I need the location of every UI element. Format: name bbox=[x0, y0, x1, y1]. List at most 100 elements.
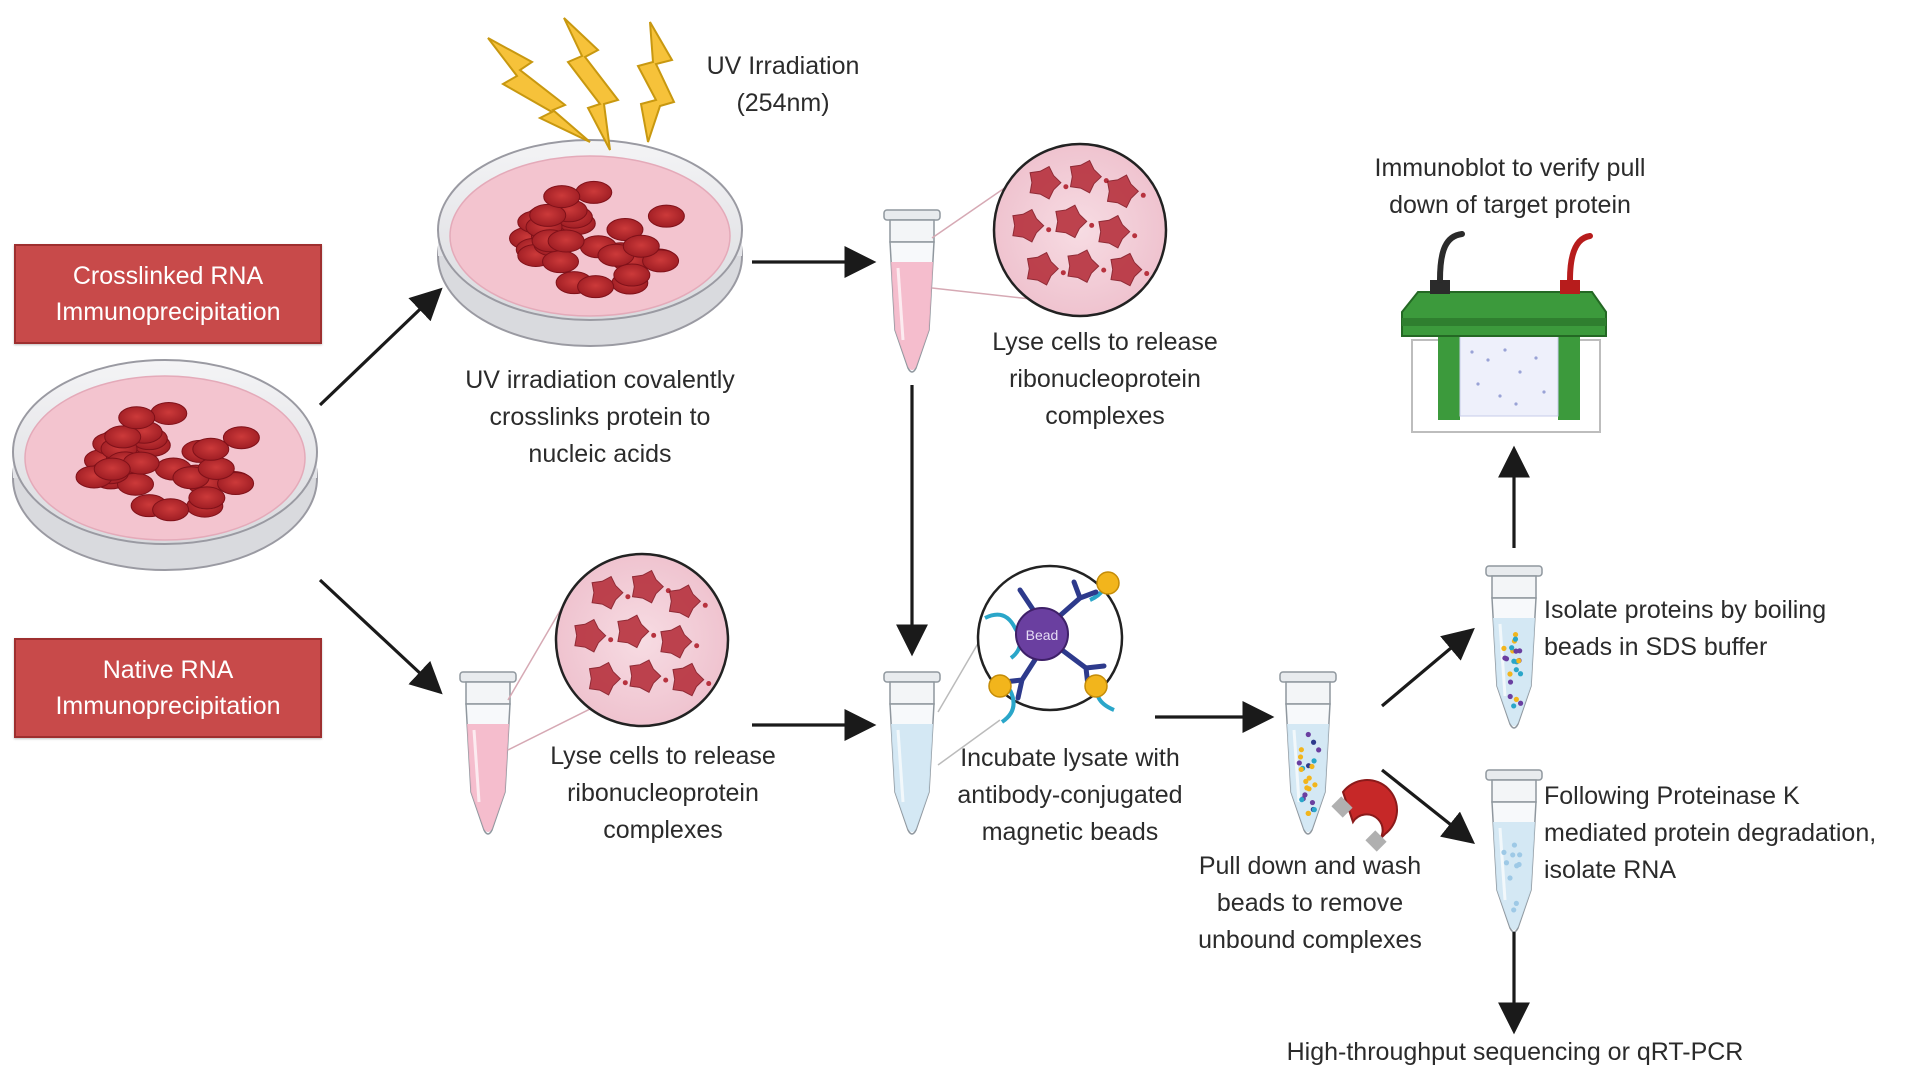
pulldown-label: Pull down and wash beads to remove unbou… bbox=[1198, 852, 1422, 954]
cell bbox=[152, 498, 190, 522]
bead-particle bbox=[1311, 807, 1317, 813]
bead-particle bbox=[1516, 658, 1522, 664]
bead-particle bbox=[1511, 703, 1517, 709]
bead-particle bbox=[1513, 900, 1519, 906]
bead-particle bbox=[1305, 731, 1311, 738]
isolate-proteins-label: Isolate proteins by boiling beads in SDS… bbox=[1544, 596, 1827, 661]
cell bbox=[118, 406, 156, 430]
lysed-cell bbox=[588, 661, 622, 696]
cell bbox=[542, 250, 580, 274]
bead-particle bbox=[1517, 852, 1523, 858]
bead-particle bbox=[1510, 852, 1516, 858]
tube-bottom-lysate bbox=[459, 671, 517, 835]
bead-particle bbox=[1507, 693, 1513, 700]
bead-particle bbox=[1311, 758, 1317, 764]
bead-particle bbox=[1503, 860, 1510, 866]
bead-particle bbox=[1306, 775, 1312, 781]
sequencing-label: High-throughput sequencing or qRT-PCR bbox=[1286, 1038, 1744, 1066]
bead-particle bbox=[1507, 875, 1513, 881]
cell bbox=[547, 229, 585, 253]
lysed-cell bbox=[1029, 165, 1062, 200]
uv-crosslink-label: UV irradiation covalently crosslinks pro… bbox=[465, 366, 735, 468]
lysed-cell bbox=[629, 659, 662, 693]
bead-particle bbox=[1316, 747, 1322, 753]
lysed-cell bbox=[591, 575, 624, 610]
cell bbox=[93, 457, 131, 481]
lyse-bottom-label: Lyse cells to release ribonucleoprotein … bbox=[550, 742, 776, 844]
arrow-to-rna bbox=[1381, 768, 1476, 844]
bead-particle bbox=[1297, 754, 1304, 760]
bead-particle bbox=[1309, 763, 1315, 770]
bead-zoom: Bead bbox=[937, 564, 1124, 766]
crosslinked-rip-label: Crosslinked RNA Immunoprecipitation bbox=[14, 244, 322, 344]
lysed-cell bbox=[1069, 159, 1103, 194]
bead-particle bbox=[1512, 631, 1519, 638]
tube-incubate bbox=[883, 671, 941, 835]
cell bbox=[197, 456, 235, 480]
arrow-to-native bbox=[318, 578, 443, 695]
bead-particle bbox=[1513, 667, 1519, 673]
cell bbox=[222, 426, 260, 450]
bead-particle bbox=[1309, 799, 1316, 806]
magnet-icon bbox=[1331, 779, 1398, 852]
bead-particle bbox=[1509, 645, 1515, 651]
cell bbox=[647, 204, 685, 228]
bead-particle bbox=[1298, 747, 1304, 753]
cell bbox=[613, 263, 651, 287]
bead-particle bbox=[1310, 739, 1317, 745]
bead-particle bbox=[1305, 810, 1312, 817]
bead-particle bbox=[1517, 700, 1524, 706]
lysed-cell bbox=[1055, 204, 1088, 239]
lysed-cell bbox=[1026, 251, 1060, 286]
bead-particle bbox=[1299, 797, 1305, 803]
bead-particle bbox=[1298, 766, 1304, 773]
cell bbox=[543, 185, 581, 209]
native-rip-label: Native RNA Immunoprecipitation bbox=[14, 638, 322, 738]
cell bbox=[188, 486, 226, 510]
cell bbox=[529, 203, 567, 227]
lysed-cell bbox=[1098, 214, 1131, 249]
lysed-cell bbox=[1067, 249, 1100, 283]
uv-lightning-icon bbox=[487, 17, 676, 151]
bead-particle bbox=[1514, 863, 1520, 869]
bead-particle bbox=[1507, 671, 1513, 677]
petri-dish-uv bbox=[437, 139, 743, 347]
crosslinked-rip-text: Crosslinked RNA Immunoprecipitation bbox=[55, 262, 281, 326]
lyse-top-label: Lyse cells to release ribonucleoprotein … bbox=[992, 328, 1218, 430]
bead-particle bbox=[1513, 648, 1519, 654]
bead-particle bbox=[1312, 782, 1318, 788]
bead-particle bbox=[1507, 679, 1514, 685]
immunoblot-label: Immunoblot to verify pull down of target… bbox=[1374, 154, 1646, 219]
lysed-cell bbox=[1106, 174, 1140, 209]
cell bbox=[104, 425, 142, 449]
bead-particle bbox=[1296, 760, 1302, 766]
bead-particle bbox=[1501, 849, 1507, 855]
cell bbox=[577, 275, 615, 299]
cell bbox=[192, 437, 230, 461]
bead-particle bbox=[1511, 907, 1517, 913]
svg-text:Bead: Bead bbox=[1026, 627, 1059, 643]
bead-particle bbox=[1304, 785, 1310, 791]
petri-dish-left bbox=[12, 359, 318, 571]
tube-rna bbox=[1485, 769, 1543, 933]
immunoblot-apparatus-icon bbox=[1401, 231, 1607, 433]
lysed-cell bbox=[574, 618, 607, 653]
lysed-cell bbox=[1012, 208, 1045, 243]
proteinase-label: Following Proteinase K mediated protein … bbox=[1544, 782, 1877, 884]
native-rip-text: Native RNA Immunoprecipitation bbox=[55, 656, 281, 720]
incubate-label: Incubate lysate with antibody-conjugated… bbox=[957, 744, 1183, 846]
lysate-zoom-bottom bbox=[507, 552, 730, 751]
uv-source-label: UV Irradiation (254nm) bbox=[706, 52, 860, 117]
lysed-cell bbox=[660, 624, 693, 659]
lysed-cell bbox=[672, 662, 705, 697]
bead-particle bbox=[1511, 842, 1518, 848]
flow-arrows bbox=[318, 246, 1530, 1035]
tube-protein bbox=[1485, 565, 1543, 729]
cell bbox=[606, 218, 644, 242]
tube-pulldown bbox=[1279, 671, 1337, 835]
cell bbox=[150, 401, 188, 425]
bead-particle bbox=[1502, 655, 1508, 661]
arrow-to-protein bbox=[1380, 627, 1475, 708]
tube-top-lysate bbox=[883, 209, 941, 373]
cell bbox=[575, 180, 613, 204]
